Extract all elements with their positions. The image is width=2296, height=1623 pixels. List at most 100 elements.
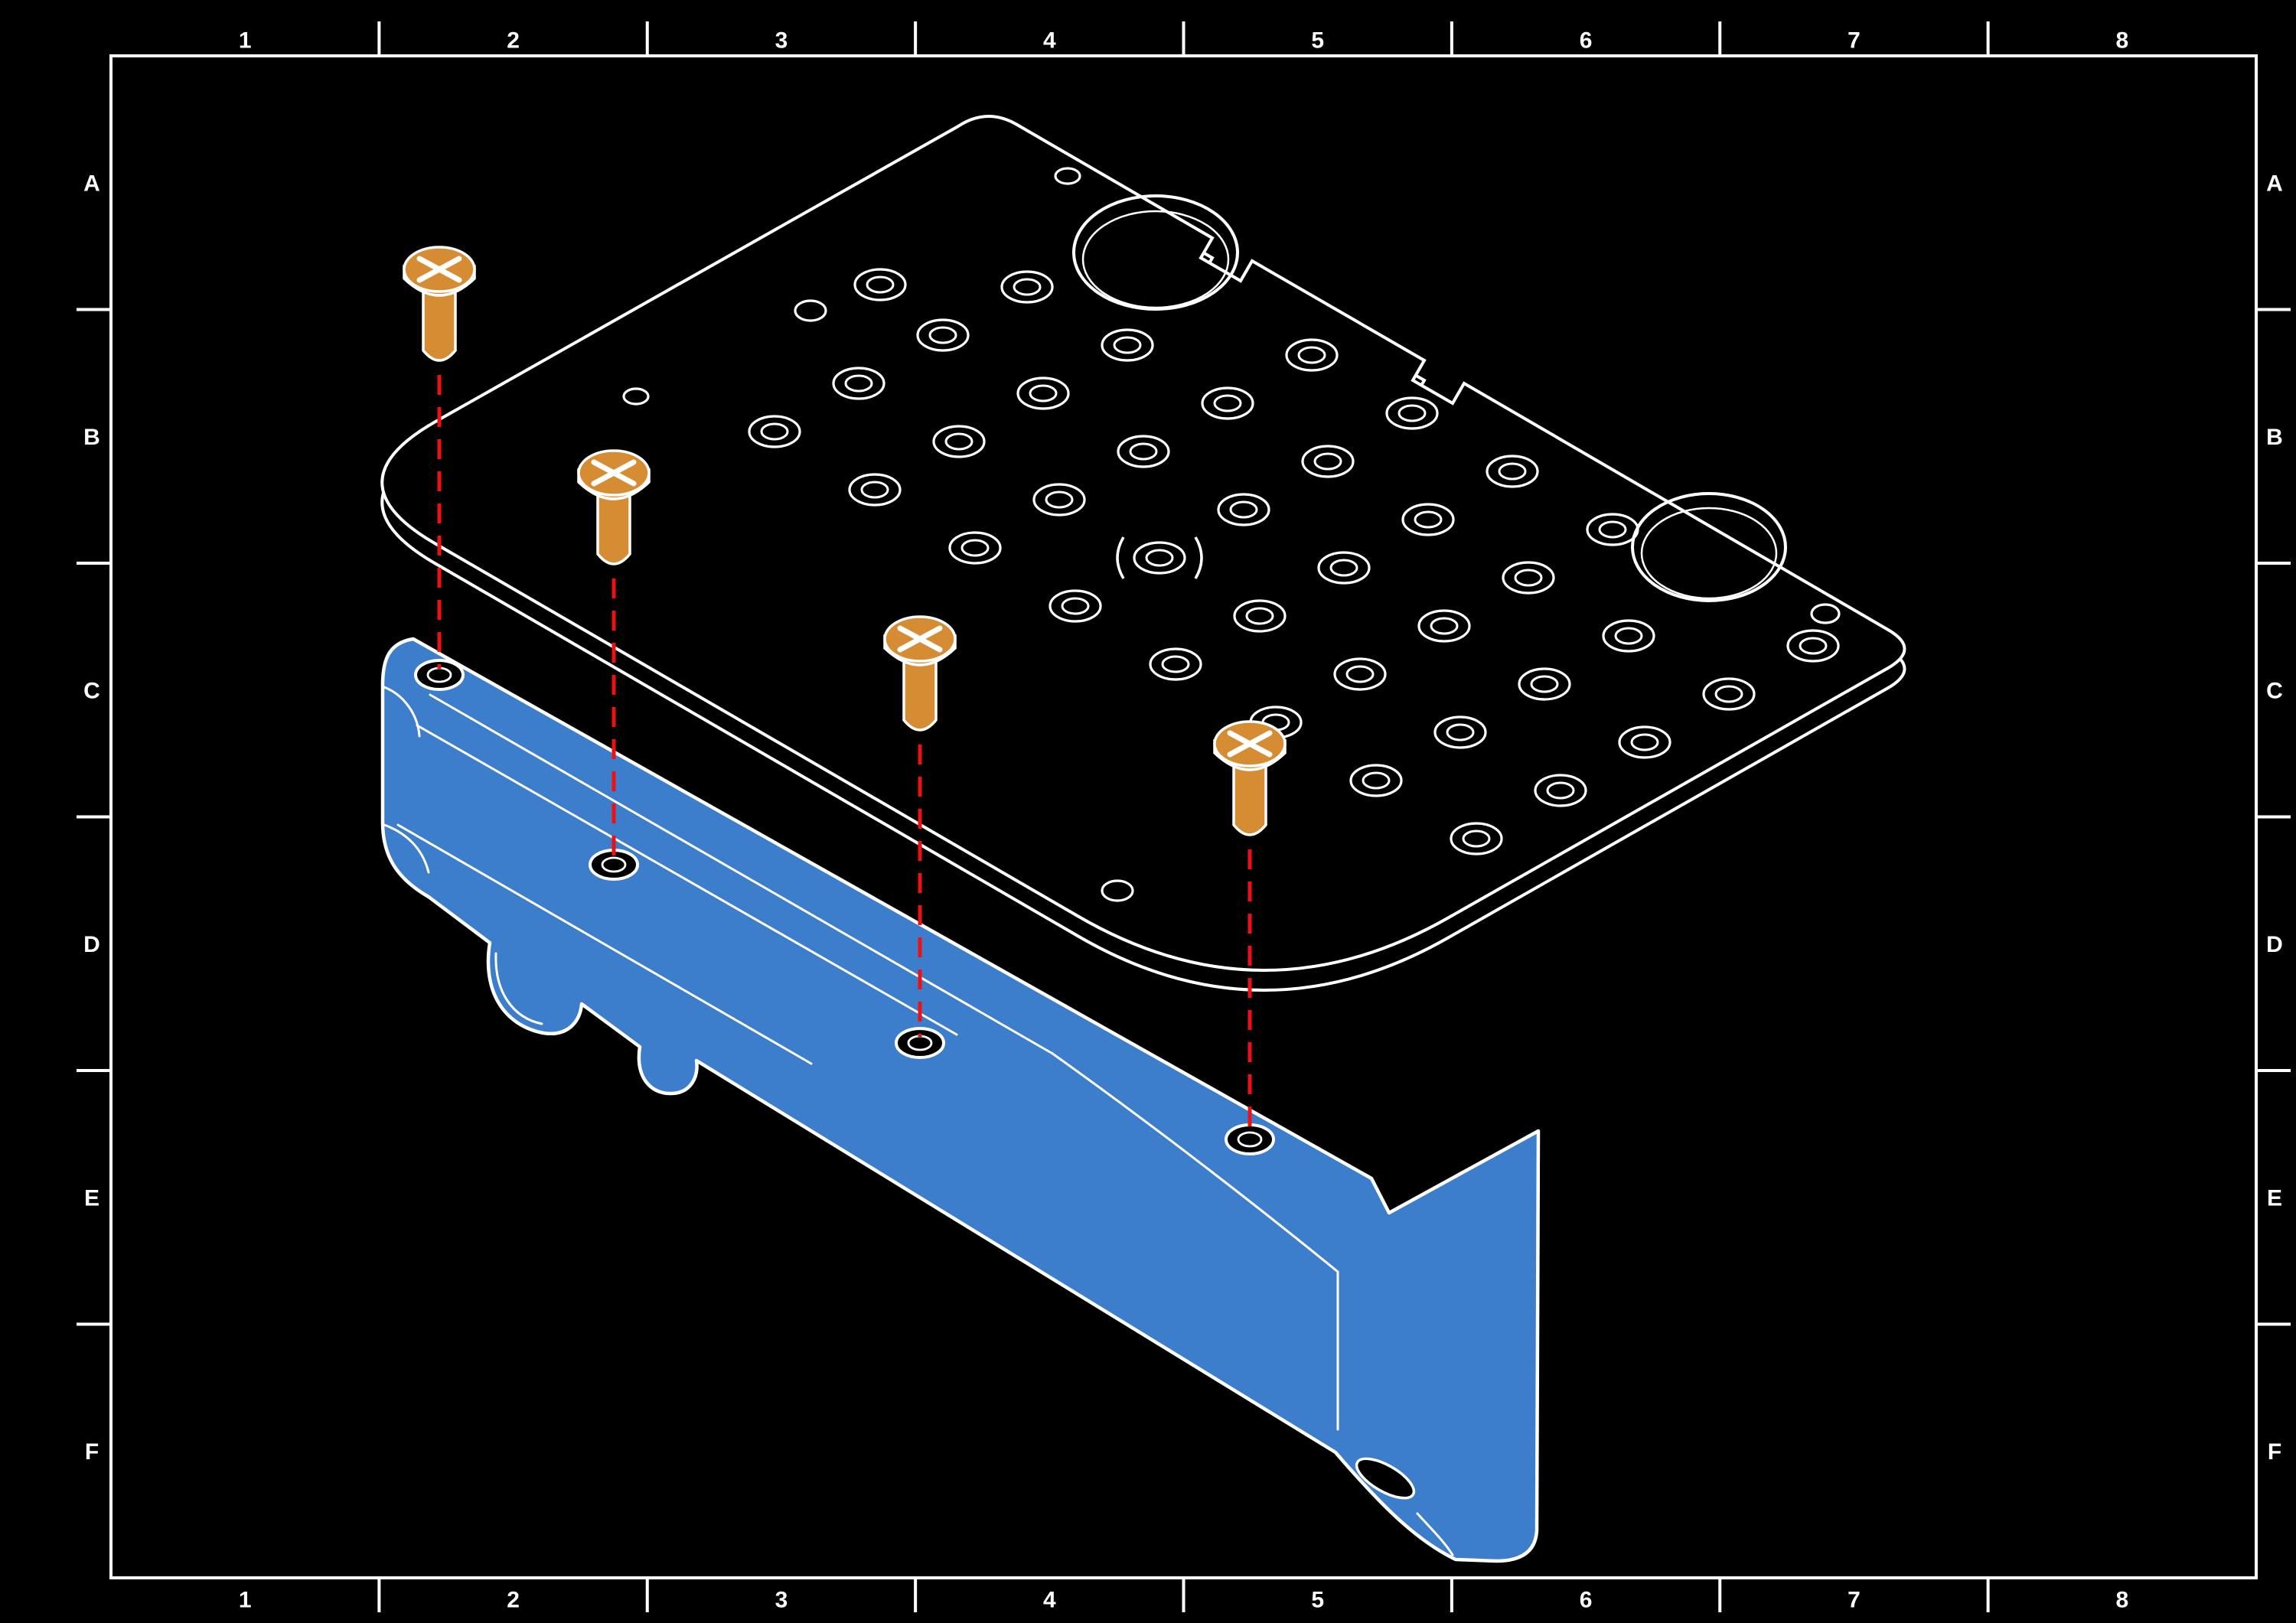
plate-hole-bore: [1630, 733, 1659, 751]
plate-hole-bore: [1397, 404, 1427, 422]
bracket-slot: [1355, 1457, 1416, 1500]
bracket-face-curve: [1050, 1051, 1339, 1273]
plate-hole: [748, 415, 801, 448]
bracket-bend-line: [416, 724, 958, 1036]
plate-hole-plain: [1101, 879, 1134, 902]
plate-hole-bore: [1161, 655, 1190, 673]
plate-hole: [1602, 619, 1655, 653]
plate-hole: [1133, 541, 1186, 575]
bracket-foot-curve: [494, 952, 543, 1025]
plate-hole: [853, 268, 907, 301]
plate-hole-bore: [860, 481, 889, 499]
plate-hole: [1049, 589, 1102, 623]
plate-hole: [1349, 764, 1403, 797]
plate-hole-bore: [1345, 665, 1375, 683]
plate-hole: [1000, 270, 1054, 304]
plate-large-hole-bore: [1640, 507, 1778, 600]
plate-hole-bore: [1329, 559, 1358, 577]
plate-hole-bore: [1530, 675, 1559, 693]
plate-hole-bore: [928, 326, 957, 344]
zone-label-top-8: 8: [2115, 28, 2128, 54]
screw-shaft: [902, 659, 938, 732]
plate-hole-bore: [1245, 607, 1274, 625]
zone-label-left-5: E: [84, 1185, 99, 1211]
screw-shaft: [422, 289, 457, 362]
plate-hole-bore: [1113, 336, 1142, 354]
bracket-end-curve: [383, 823, 430, 874]
plate-hole: [1032, 483, 1086, 517]
plate-hole-bore: [1313, 452, 1342, 471]
plate-hole: [932, 425, 986, 458]
plate-hole: [1502, 561, 1555, 595]
plate-hole: [1702, 677, 1756, 711]
plate-hole-plain: [794, 299, 827, 322]
plate-hole-plain: [1054, 167, 1081, 185]
bracket-outline: [380, 637, 1541, 1563]
zone-label-bottom-2: 2: [507, 1588, 520, 1613]
plate-hole-bore: [1598, 520, 1627, 539]
plate-hole-bore: [1029, 384, 1058, 402]
screw: [577, 449, 651, 859]
plate-hole-bore: [1045, 490, 1074, 509]
plate-hole: [1586, 513, 1639, 546]
zone-label-left-1: A: [83, 171, 100, 196]
plate-hole-bore: [1799, 637, 1828, 655]
plate-hole: [1233, 599, 1287, 633]
zone-ticks: [77, 21, 2291, 1612]
zone-label-top-4: 4: [1043, 28, 1056, 54]
plate-hole: [1401, 503, 1455, 536]
zone-label-right-3: C: [2266, 678, 2283, 703]
zone-label-bottom-1: 1: [239, 1588, 252, 1613]
screw: [1213, 720, 1287, 1133]
screws: [403, 246, 1287, 1133]
plate-hole-bore: [1514, 569, 1543, 587]
zone-label-right-5: E: [2267, 1185, 2282, 1211]
plate-outline: [380, 115, 1906, 972]
plate-hole-bore: [1498, 462, 1527, 481]
plate-hole: [1016, 376, 1070, 410]
plate-hole-bore: [1297, 346, 1326, 364]
plate-hole: [1217, 493, 1270, 526]
plate-hole-bore: [1362, 771, 1391, 790]
plate-hole: [1101, 328, 1154, 362]
bracket-hole: [895, 1027, 945, 1059]
plate-hole-bore: [1462, 829, 1491, 848]
plate-large-hole: [1072, 194, 1239, 311]
plate-hole: [1518, 667, 1571, 701]
zone-label-top-5: 5: [1311, 28, 1324, 54]
zone-label-top-3: 3: [775, 28, 788, 54]
plate-hole: [1285, 338, 1339, 372]
bracket-tip-curve: [1416, 1512, 1454, 1556]
plate-hole-plain: [1810, 603, 1841, 624]
plate-hole: [1149, 647, 1202, 681]
bracket: [380, 637, 1541, 1563]
screw-drive-cross-icon: [416, 256, 462, 283]
plate-hole-bore: [1546, 781, 1575, 800]
zone-label-bottom-6: 6: [1580, 1588, 1593, 1613]
plate-hole: [848, 473, 902, 507]
bracket-end-curve: [383, 686, 421, 738]
zone-label-top-1: 1: [239, 28, 252, 54]
bracket-bend-line: [396, 823, 813, 1065]
plate-hole: [1486, 455, 1539, 488]
plate-hole: [832, 367, 885, 400]
zone-label-bottom-7: 7: [1848, 1588, 1861, 1613]
zone-label-right-1: A: [2266, 171, 2283, 196]
plate-hole-bore: [1213, 394, 1242, 412]
plate-hole: [1201, 386, 1254, 420]
plate-holes: [622, 167, 1841, 902]
plate-hole-bore: [1061, 597, 1090, 615]
plate-hole-bore: [1129, 442, 1158, 461]
plate-hole: [948, 531, 1002, 565]
plate-hole: [1117, 435, 1170, 468]
plate-hole-bore: [1714, 685, 1743, 703]
plate-hole: [1417, 609, 1471, 643]
plate-hole: [916, 318, 970, 352]
bracket-hole: [414, 659, 465, 691]
zone-label-left-2: B: [83, 425, 100, 450]
plate-hole: [1317, 551, 1371, 585]
screw-drive-cross-icon: [1227, 730, 1273, 758]
